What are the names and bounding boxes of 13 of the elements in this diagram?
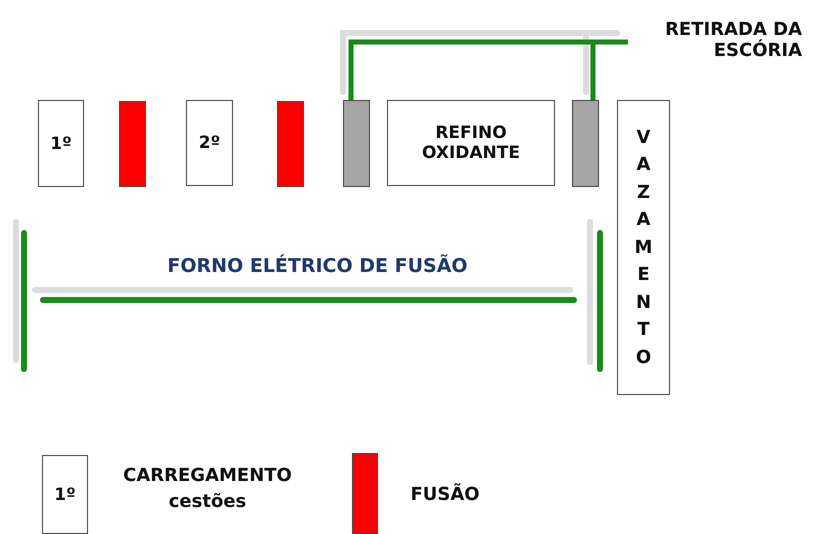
slag-removal-bar (572, 100, 599, 187)
process-box: VAZAMENTO (617, 100, 670, 395)
slag-removal-label: RETIRADA DA ESCÓRIA (632, 12, 802, 68)
melting-bar (277, 101, 304, 187)
legend-text: FUSÃO (409, 482, 481, 507)
legend-sample-box: 1º (42, 455, 88, 534)
process-box: 2º (186, 100, 233, 186)
process-box: 1º (38, 100, 84, 187)
process-box: REFINO OXIDANTE (387, 100, 555, 186)
bracket-label: FORNO ELÉTRICO DE FUSÃO (166, 255, 469, 279)
slag-removal-bar (343, 100, 370, 187)
melting-bar (119, 101, 146, 187)
legend-text: CARREGAMENTO cestões (122, 464, 293, 514)
